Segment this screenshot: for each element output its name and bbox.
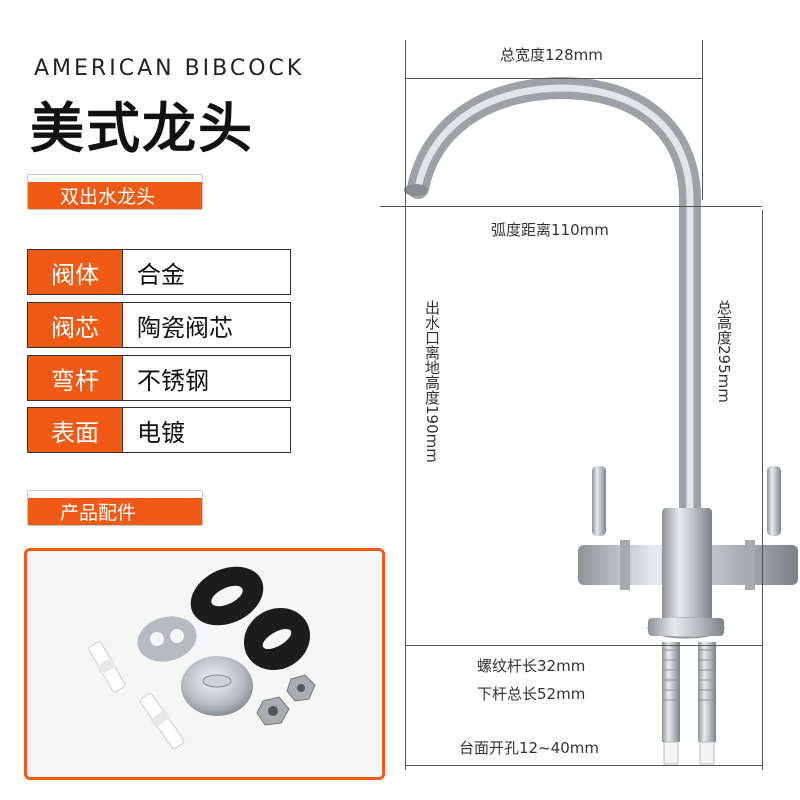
spec-value: 不锈钢 bbox=[137, 366, 209, 395]
right-lever bbox=[767, 466, 781, 536]
quick-connector bbox=[139, 693, 185, 749]
accessories-tag: 产品配件 bbox=[27, 490, 203, 526]
metal-flange bbox=[181, 656, 253, 716]
product-type-tag: 双出水龙头 bbox=[27, 174, 203, 210]
spec-key: 弯杆 bbox=[28, 356, 123, 400]
dimension-line-left bbox=[405, 40, 406, 770]
quick-connector bbox=[88, 641, 126, 693]
brand-english-name: AMERICAN BIBCOCK bbox=[34, 56, 305, 81]
thread-length-label: 螺纹杆长32mm bbox=[477, 657, 586, 675]
dimension-line-right-top bbox=[702, 40, 703, 200]
arc-distance-label: 弧度距离110mm bbox=[491, 221, 609, 239]
spec-key: 阀芯 bbox=[28, 303, 123, 347]
total-height-label: 总高度295mm bbox=[715, 300, 733, 403]
spec-row-surface: 表面 电镀 bbox=[27, 407, 291, 453]
hose-tip bbox=[699, 741, 715, 765]
dimension-line-thread bbox=[405, 645, 762, 646]
spec-value: 陶瓷阀芯 bbox=[137, 313, 233, 342]
brand-chinese-title: 美式龙头 bbox=[30, 97, 254, 160]
spec-row-body: 阀体 合金 bbox=[27, 249, 291, 295]
dimension-line-right bbox=[762, 210, 763, 770]
lower-rod-length-label: 下杆总长52mm bbox=[477, 685, 586, 703]
dimension-line-width bbox=[405, 78, 702, 79]
spout-tip bbox=[404, 184, 428, 196]
hex-nut bbox=[286, 674, 316, 702]
spec-row-cartridge: 阀芯 陶瓷阀芯 bbox=[27, 302, 291, 348]
accessories-photo bbox=[24, 548, 385, 780]
spec-key: 表面 bbox=[28, 408, 123, 452]
spec-key: 阀体 bbox=[28, 250, 123, 294]
spec-row-spout: 弯杆 不锈钢 bbox=[27, 355, 291, 401]
threaded-rod bbox=[698, 642, 716, 742]
rubber-washer bbox=[243, 607, 311, 671]
hex-nut bbox=[256, 696, 290, 726]
spec-value: 电镀 bbox=[137, 418, 185, 447]
spec-value: 合金 bbox=[137, 260, 185, 289]
base-ring bbox=[647, 617, 725, 639]
center-column bbox=[662, 508, 712, 628]
dimension-line-arc bbox=[380, 206, 762, 207]
threaded-rod bbox=[662, 642, 680, 742]
dimension-line-base bbox=[405, 765, 762, 766]
faucet-body bbox=[578, 545, 798, 585]
outlet-height-label: 出水口离地高度190mm bbox=[423, 300, 441, 463]
metal-plate bbox=[137, 616, 197, 662]
accessories-illustration bbox=[88, 566, 316, 749]
left-lever bbox=[592, 466, 606, 536]
hole-size-label: 台面开孔12~40mm bbox=[459, 739, 599, 757]
total-width-label: 总宽度128mm bbox=[500, 46, 603, 64]
spout bbox=[407, 76, 701, 521]
hose-tip bbox=[663, 741, 679, 765]
rubber-washer bbox=[190, 566, 264, 626]
